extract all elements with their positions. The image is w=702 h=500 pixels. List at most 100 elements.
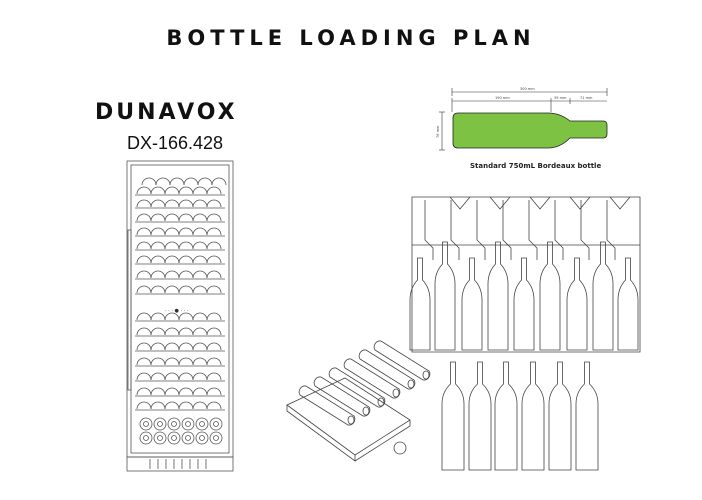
bottle-end xyxy=(422,370,430,380)
bottle xyxy=(575,361,599,471)
bottle-end xyxy=(178,285,194,294)
bottle-end xyxy=(192,199,208,208)
bottle xyxy=(409,257,431,351)
bottle-end xyxy=(178,357,194,366)
bottle-end xyxy=(150,327,166,336)
bottle-end xyxy=(181,417,195,431)
bottle-end xyxy=(206,387,222,396)
bottle-bottom xyxy=(529,196,551,210)
bottle-bottom xyxy=(489,196,511,210)
bottle-end xyxy=(169,177,185,186)
bottle-end xyxy=(392,388,400,398)
bottle-end xyxy=(178,270,194,279)
drawer-tray xyxy=(286,377,411,456)
bottle-row-front-view xyxy=(441,361,599,471)
bottle-bottom xyxy=(609,196,631,210)
bottle-end xyxy=(164,342,180,351)
bottle xyxy=(434,241,456,351)
control-panel: · · · ● · · · xyxy=(165,308,189,314)
bottle-end xyxy=(178,342,194,351)
bottle-end xyxy=(150,213,166,222)
bottle-end xyxy=(136,312,152,321)
bottle-silhouette xyxy=(452,112,608,149)
model-number: DX-166.428 xyxy=(127,133,224,153)
divider xyxy=(580,200,590,260)
bottle-end xyxy=(164,285,180,294)
bottle-end xyxy=(136,270,152,279)
bottle-end xyxy=(167,417,181,431)
bottle xyxy=(494,361,518,471)
bottle xyxy=(313,376,371,417)
bottle-end xyxy=(206,255,222,264)
bottle-end xyxy=(192,255,208,264)
bottle xyxy=(461,257,483,351)
dim-neck: 71 mm xyxy=(580,96,593,100)
bottle-end xyxy=(206,270,222,279)
divider xyxy=(554,200,564,260)
bottle-end xyxy=(192,213,208,222)
bottle-end xyxy=(362,406,370,416)
bottle-end xyxy=(192,285,208,294)
bottle-end xyxy=(164,387,180,396)
bottle-end xyxy=(164,357,180,366)
bottle xyxy=(358,349,416,390)
bottle-end xyxy=(150,357,166,366)
divider xyxy=(528,200,538,260)
bottle-end xyxy=(206,199,222,208)
bottle-end xyxy=(178,401,194,410)
bottle-end xyxy=(192,387,208,396)
bottle-end xyxy=(347,415,355,425)
bottle-end xyxy=(150,255,166,264)
bottle-end xyxy=(167,431,181,445)
bottle-end xyxy=(209,417,223,431)
bottle-end xyxy=(150,186,166,195)
bottle-end xyxy=(164,199,180,208)
bottle-end xyxy=(150,372,166,381)
bottle-end xyxy=(377,397,385,407)
bottle xyxy=(441,361,465,471)
bottle-dimension-diagram: 300 mm 190 mm 39 mm 71 mm 76 mm xyxy=(436,87,608,151)
bottle-end xyxy=(150,241,166,250)
bottle-end xyxy=(153,431,167,445)
shelf-isometric-view xyxy=(286,340,431,462)
bottle-end xyxy=(206,401,222,410)
bottle-end xyxy=(136,255,152,264)
dim-shoulder: 39 mm xyxy=(554,96,567,100)
base-grille xyxy=(126,456,234,472)
bottle-end xyxy=(178,255,194,264)
bottle-end xyxy=(164,401,180,410)
bottle-end xyxy=(141,177,157,186)
bottle-end xyxy=(192,227,208,236)
bottle-end xyxy=(192,357,208,366)
shelf-front-view xyxy=(409,196,641,353)
bottle xyxy=(548,361,572,471)
bottle-end xyxy=(192,312,208,321)
bottle-end xyxy=(195,431,209,445)
drawer-handle xyxy=(393,441,407,455)
bottle-end xyxy=(136,327,152,336)
bottle-end xyxy=(178,241,194,250)
bottle-end xyxy=(206,285,222,294)
bottle-end xyxy=(206,241,222,250)
divider xyxy=(476,200,486,260)
bottle-end xyxy=(192,270,208,279)
bottle-end xyxy=(407,379,415,389)
bottle-end xyxy=(150,270,166,279)
bottle-end xyxy=(206,213,222,222)
bottle-end xyxy=(178,327,194,336)
bottle-end xyxy=(150,387,166,396)
bottle-end xyxy=(164,327,180,336)
bottle-end xyxy=(164,255,180,264)
bottle-end xyxy=(136,401,152,410)
bottle-end xyxy=(206,372,222,381)
bottle-end xyxy=(136,372,152,381)
bottle-end xyxy=(195,417,209,431)
brand-logo: DUNAVOX xyxy=(95,100,238,125)
bottle-end xyxy=(192,186,208,195)
dim-body: 190 mm xyxy=(495,96,510,100)
bottle-end xyxy=(150,227,166,236)
bottle-end xyxy=(178,186,194,195)
bottle-end xyxy=(178,372,194,381)
bottle-end xyxy=(136,213,152,222)
